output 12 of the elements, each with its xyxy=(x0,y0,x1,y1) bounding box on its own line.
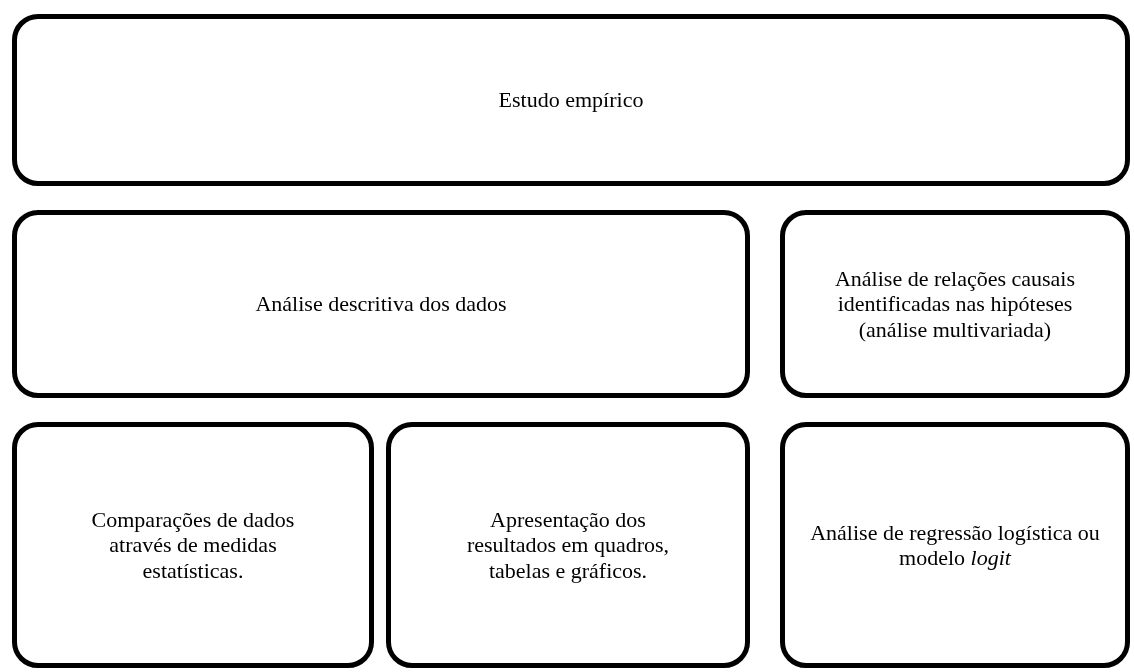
rounded-box xyxy=(780,422,1130,668)
rounded-box xyxy=(780,210,1130,398)
rounded-box xyxy=(12,210,750,398)
rounded-box xyxy=(12,14,1130,186)
box-text: Análise de relações causais identificadas nas hipóteses (análise multivariada) xyxy=(833,266,1077,342)
box-text: Apresentação dos resultados em quadros, tabelas e gráficos. xyxy=(465,507,671,583)
box-text: Análise de regressão logística ou modelo logit xyxy=(809,519,1101,571)
rounded-box xyxy=(386,422,750,668)
box-text: Estudo empírico xyxy=(498,87,644,113)
rounded-box xyxy=(12,422,374,668)
box-text: Comparações de dados através de medidas estatísticas. xyxy=(90,507,296,583)
box-text: Análise descritiva dos dados xyxy=(255,291,507,317)
